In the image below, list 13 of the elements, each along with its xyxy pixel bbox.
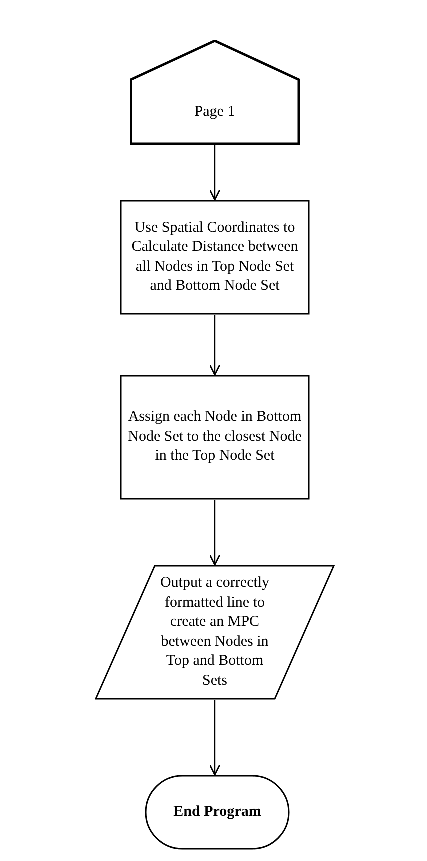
node-text: End Program [174, 802, 262, 822]
node-text: Use Spatial Coordinates to Calculate Distance between all Nodes in Top Node Set and Bottom Node Set [130, 218, 300, 296]
arrow [209, 315, 221, 376]
node-text: Page 1 [194, 102, 236, 122]
process-box [120, 200, 310, 315]
node-text: Output a correctly formatted line to create an MPC between Nodes in Top and Bottom Sets [159, 574, 271, 690]
node-text: Assign each Node in Bottom Node Set to the closest Node in the Top Node Set [128, 408, 302, 466]
output-parallelogram [95, 565, 335, 700]
arrow [209, 500, 221, 566]
off-page-connector [130, 40, 300, 145]
arrow [209, 145, 221, 201]
arrow [209, 700, 221, 776]
process-box [120, 375, 310, 500]
